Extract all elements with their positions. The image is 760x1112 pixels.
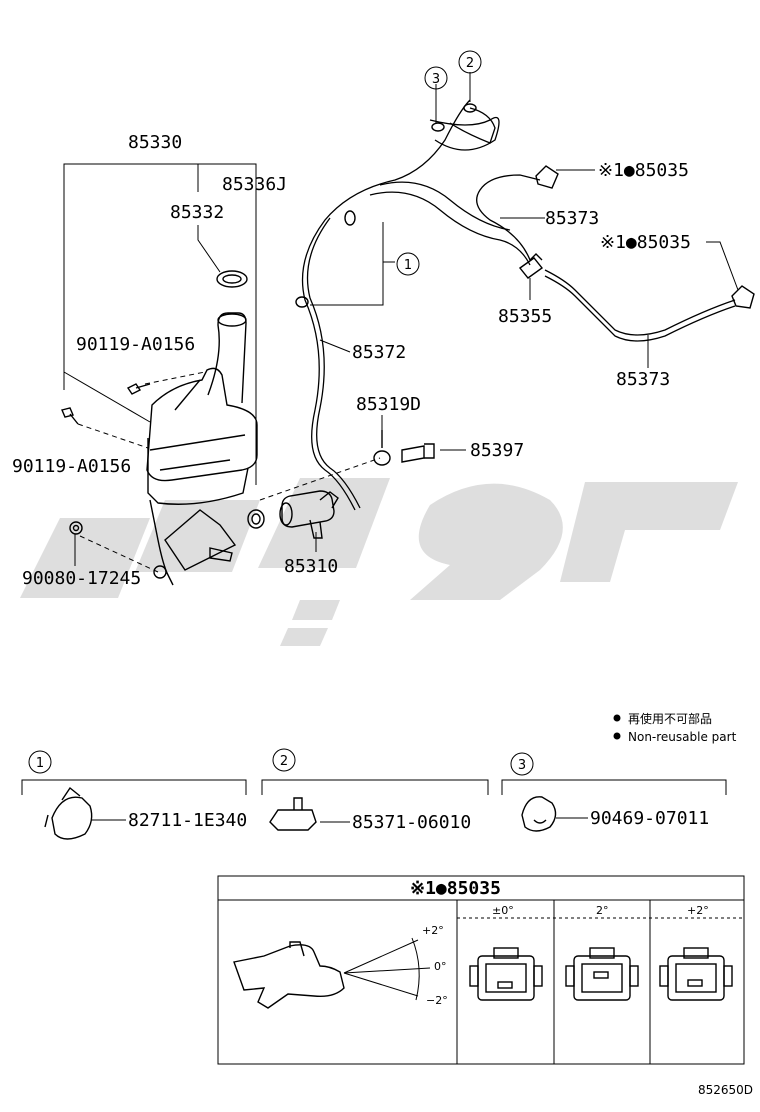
nozzle-angle-detail: ※1●85035 ±0° 2° +2° +2° 0° −2° (217, 875, 745, 1065)
label-85336j: 85336J (222, 174, 287, 195)
label-85035-upper: ※1●85035 (598, 160, 689, 181)
callout-3: 3 (424, 66, 448, 90)
label-85355: 85355 (498, 306, 552, 327)
svg-text:3: 3 (432, 72, 440, 87)
subpart-2: 2 85371-06010 (261, 748, 489, 833)
washer-pump (279, 490, 339, 539)
svg-text:+2°: +2° (422, 924, 444, 937)
label-90080: 90080-17245 (22, 568, 141, 589)
subpart-1: 1 82711-1E340 (21, 750, 247, 840)
svg-text:+2°: +2° (687, 904, 709, 917)
label-85310: 85310 (284, 556, 338, 577)
connector-85355 (518, 253, 544, 279)
svg-text:再使用不可部品: 再使用不可部品 (628, 711, 712, 726)
callout-1: 1 (396, 252, 420, 276)
nozzle-face-zero (469, 947, 543, 1001)
svg-text:±0°: ±0° (492, 904, 514, 917)
non-reusable-mark (613, 714, 621, 722)
svg-text:2: 2 (280, 754, 288, 769)
label-85332: 85332 (170, 202, 224, 223)
nozzle-lower (731, 285, 755, 309)
watermark-logo (20, 478, 738, 646)
svg-text:3: 3 (518, 758, 526, 773)
nozzle-upper (535, 165, 559, 189)
svg-text:2: 2 (466, 56, 474, 71)
label-85373-upper: 85373 (545, 208, 599, 229)
grommet-pump (247, 509, 265, 529)
nozzle-face-plus (659, 947, 733, 1001)
callout-2: 2 (458, 50, 482, 74)
svg-text:1: 1 (36, 756, 44, 771)
group-bracket-85330 (63, 163, 257, 485)
nozzle-face-minus (565, 947, 639, 1001)
figure-id: 852650D (698, 1083, 753, 1097)
label-90119-left: 90119-A0156 (12, 456, 131, 477)
nut-90080 (69, 521, 83, 535)
detail-title: ※1●85035 (410, 878, 501, 899)
svg-text:2°: 2° (596, 904, 609, 917)
label-85397: 85397 (470, 440, 524, 461)
washer-tank (146, 270, 258, 586)
label-85372: 85372 (352, 342, 406, 363)
label-90119-upper: 90119-A0156 (76, 334, 195, 355)
hose-network (301, 99, 736, 511)
legend: 再使用不可部品 Non-reusable part (613, 711, 737, 744)
svg-text:85371-06010: 85371-06010 (352, 812, 471, 833)
joint-85397 (401, 443, 435, 463)
bolt-90119-left (61, 407, 79, 425)
bolt-90119-upper (126, 383, 151, 395)
label-85373-lower: 85373 (616, 369, 670, 390)
svg-text:1: 1 (404, 258, 412, 273)
label-85035-lower: ※1●85035 (600, 232, 691, 253)
svg-text:−2°: −2° (426, 994, 448, 1007)
label-85319d: 85319D (356, 394, 421, 415)
subpart-3: 3 90469-07011 (501, 752, 727, 832)
svg-text:Non-reusable part: Non-reusable part (628, 730, 737, 744)
label-85330: 85330 (128, 132, 182, 153)
svg-text:90469-07011: 90469-07011 (590, 808, 709, 829)
svg-text:0°: 0° (434, 960, 447, 973)
svg-text:82711-1E340: 82711-1E340 (128, 810, 247, 831)
